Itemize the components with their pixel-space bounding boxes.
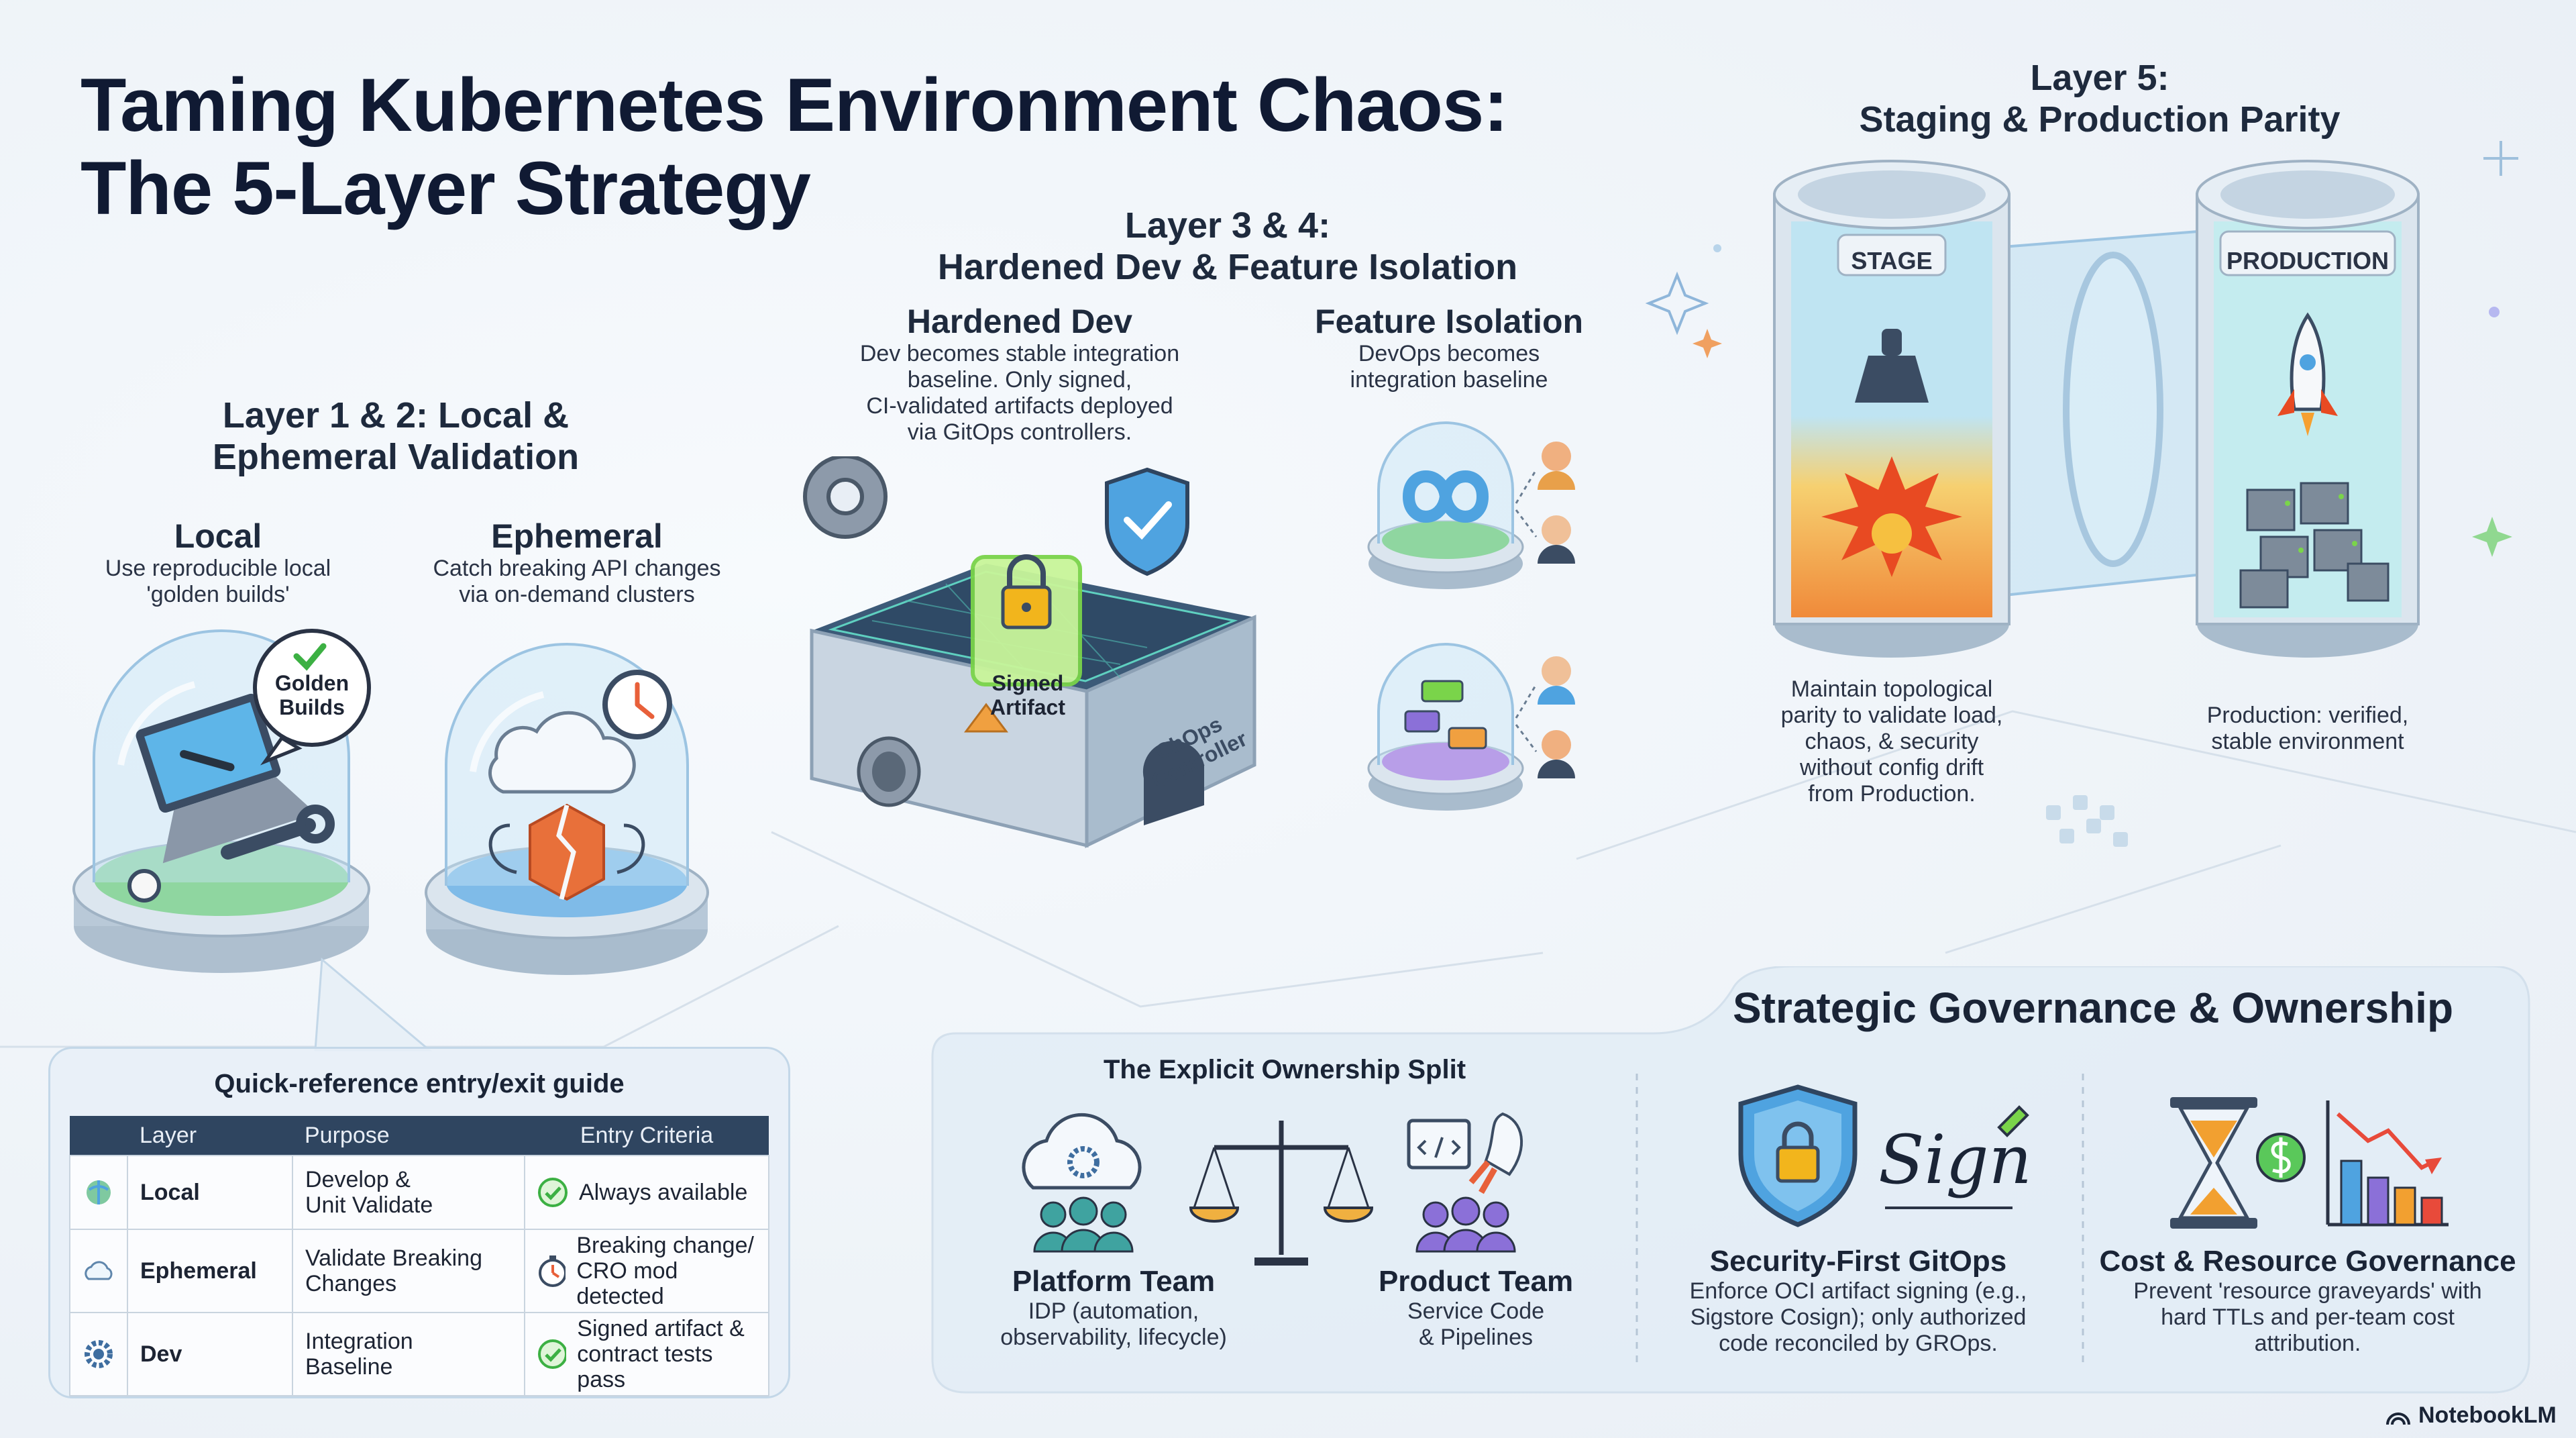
layer34-heading: Layer 3 & 4: Hardened Dev & Feature Isol… [937,205,1518,287]
notebooklm-logo-icon [2386,1412,2410,1425]
stage-label: STAGE [1851,247,1933,274]
ephemeral-dome-illustration [425,643,709,975]
security-first-gitops: Security-First GitOps Enforce OCI artifa… [1689,1245,2027,1356]
table-row: Local Develop &Unit Validate Always avai… [69,1155,769,1230]
guide-title: Quick-reference entry/exit guide [214,1069,625,1098]
golden-builds-bubble [253,629,371,766]
governance-panel-shape [931,966,2530,1394]
cost-resource-governance: Cost & Resource Governance Prevent 'reso… [2099,1245,2516,1356]
golden-builds-label: Golden Builds [274,671,350,719]
guide-row-layer: Ephemeral [127,1229,293,1313]
check-circle-icon [538,1339,567,1369]
guide-header-row: Layer Purpose Entry Criteria [70,1116,769,1155]
ownership-split-title: The Explicit Ownership Split [1103,1055,1466,1084]
guide-header-purpose: Purpose [292,1116,525,1155]
check-circle-icon [538,1178,568,1207]
platform-team: Platform Team IDP (automation, observabi… [1000,1265,1227,1350]
feature-isolation-illustration [1367,421,1575,811]
guide-header-criteria: Entry Criteria [525,1116,769,1155]
cost-governance-illustration [2170,1097,2449,1229]
product-team: Product Team Service Code & Pipelines [1378,1265,1574,1350]
page-title: Taming Kubernetes Environment Chaos: The… [80,63,1509,230]
guide-row-criteria: Breaking change/CRO mod detected [524,1229,769,1313]
cloud-icon [85,1261,113,1280]
hardened-dev-illustration [803,456,1256,848]
feature-isolation-section: Feature Isolation DevOps becomes integra… [1314,303,1584,393]
governance-title: Strategic Governance & Ownership [1732,984,2454,1032]
local-section: Local Use reproducible local 'golden bui… [105,517,331,607]
brand-watermark: NotebookLM [2385,1402,2557,1429]
stage-description: Maintain topological parity to validate … [1780,676,2003,807]
layer12-heading: Layer 1 & 2: Local & Ephemeral Validatio… [212,395,580,477]
guide-table: Layer Purpose Entry Criteria Local Devel… [69,1116,769,1396]
stopwatch-icon [539,1255,566,1287]
globe-icon [87,1180,111,1204]
guide-row-layer: Local [127,1155,293,1230]
security-gitops-illustration [1738,1084,2029,1227]
production-label: PRODUCTION [2226,247,2389,274]
stage-production-illustration [1773,160,2420,658]
signed-artifact-label: Signed Artifact [989,671,1065,719]
guide-header-layer: Layer [127,1116,292,1155]
guide-row-criteria: Signed artifact &contract tests pass [524,1312,769,1396]
guide-row-purpose: Develop &Unit Validate [292,1155,525,1230]
gear-icon [85,1340,113,1368]
guide-row-layer: Dev [127,1312,293,1396]
ephemeral-section: Ephemeral Catch breaking API changes via… [433,517,721,607]
layer5-heading: Layer 5: Staging & Production Parity [1859,58,2341,140]
local-dome-illustration [72,629,371,973]
production-description: Production: verified, stable environment [2206,703,2409,754]
guide-row-criteria: Always available [524,1155,769,1230]
quick-reference-guide: Quick-reference entry/exit guide Layer P… [48,1047,790,1398]
ownership-illustration [1022,1112,1523,1266]
guide-pointer [314,957,433,1051]
hardened-dev-section: Hardened Dev Dev becomes stable integrat… [859,303,1180,445]
sign-signature: Sign [1878,1121,2032,1199]
